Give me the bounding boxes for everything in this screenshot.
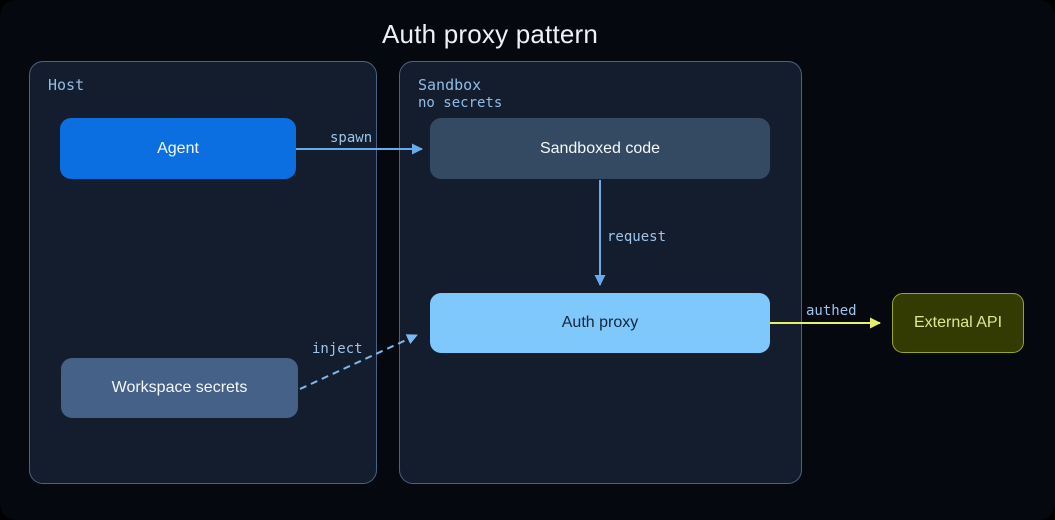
sandbox-no-secrets-note: no secrets (418, 95, 503, 111)
agent-node: Agent (60, 118, 296, 179)
edge-inject-label: inject (312, 341, 363, 357)
edge-spawn-label: spawn (330, 130, 373, 146)
sandboxed-code-node-label: Sandboxed code (539, 139, 661, 157)
edge-authed-label: authed (806, 303, 857, 319)
host-container-label: Host (48, 76, 85, 94)
external-api-node: External API (892, 293, 1024, 353)
auth-proxy-node-label: Auth proxy (561, 314, 639, 331)
auth-proxy-node: Auth proxy (430, 293, 770, 353)
workspace-secrets-node-label: Workspace secrets (111, 379, 248, 396)
external-api-node-label: External API (913, 314, 1003, 331)
edge-request-label: request (607, 229, 667, 245)
workspace-secrets-node: Workspace secrets (61, 358, 298, 418)
agent-node-label: Agent (157, 139, 199, 157)
diagram-title: Auth proxy pattern (382, 19, 599, 49)
sandboxed-code-node: Sandboxed code (430, 118, 770, 179)
sandbox-container-label: Sandbox (418, 76, 482, 94)
